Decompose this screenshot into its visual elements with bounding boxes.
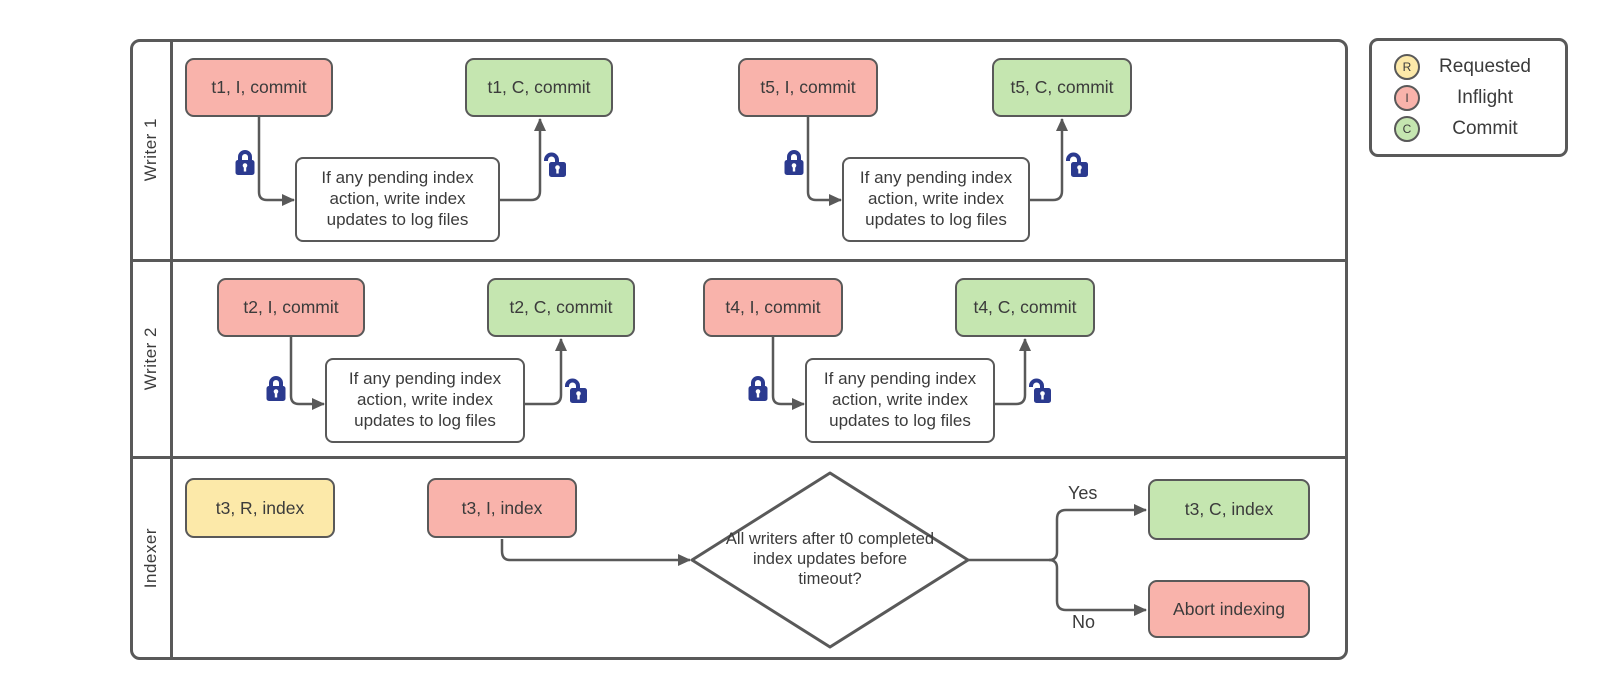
lane-label-writer2-text: Writer 2 [140,327,160,391]
legend-row-commit: C Commit [1394,115,1555,142]
legend-inflight-icon: I [1394,84,1420,111]
node-t4-inflight: t4, I, commit [703,278,843,337]
legend-requested-letter: R [1402,59,1412,74]
node-process-writer2-a: If any pending index action, write index… [325,358,525,443]
node-t1-inflight: t1, I, commit [185,58,333,117]
legend: R Requested I Inflight C Commit [1369,38,1568,157]
swimlane-frame [130,39,1348,660]
legend-inflight-letter: I [1405,90,1409,105]
node-t3-commit: t3, C, index [1148,479,1310,540]
node-t3-inflight: t3, I, index [427,478,577,538]
node-process-writer1-b: If any pending index action, write index… [842,157,1030,242]
edge-label-yes: Yes [1068,483,1098,503]
node-t1-commit: t1, C, commit [465,58,613,117]
lane-label-divider [170,40,173,659]
node-abort-indexing: Abort indexing [1148,580,1310,638]
legend-commit-letter: C [1402,121,1412,136]
legend-requested-label: Requested [1439,55,1531,77]
legend-commit-label: Commit [1452,117,1518,139]
lane-divider-2 [131,456,1347,459]
lane-label-indexer: Indexer [131,459,170,658]
node-process-writer2-b: If any pending index action, write index… [805,358,995,443]
lane-divider-1 [131,259,1347,262]
lane-label-indexer-text: Indexer [140,528,160,589]
decision-question-text: All writers after t0 completed index upd… [725,530,935,588]
legend-row-requested: R Requested [1394,53,1555,80]
lane-label-writer1: Writer 1 [131,41,170,259]
lane-label-writer1-text: Writer 1 [140,118,160,182]
legend-inflight-label: Inflight [1457,86,1513,108]
legend-row-inflight: I Inflight [1394,84,1555,111]
node-t2-commit: t2, C, commit [487,278,635,337]
legend-requested-icon: R [1394,53,1420,80]
lane-label-writer2: Writer 2 [131,262,170,456]
node-t5-commit: t5, C, commit [992,58,1132,117]
node-t3-requested: t3, R, index [185,478,335,538]
edge-label-no: No [1072,612,1096,632]
node-process-writer1-a: If any pending index action, write index… [295,157,500,242]
legend-commit-icon: C [1394,115,1420,142]
node-t4-commit: t4, C, commit [955,278,1095,337]
node-t2-inflight: t2, I, commit [217,278,365,337]
node-t5-inflight: t5, I, commit [738,58,878,117]
